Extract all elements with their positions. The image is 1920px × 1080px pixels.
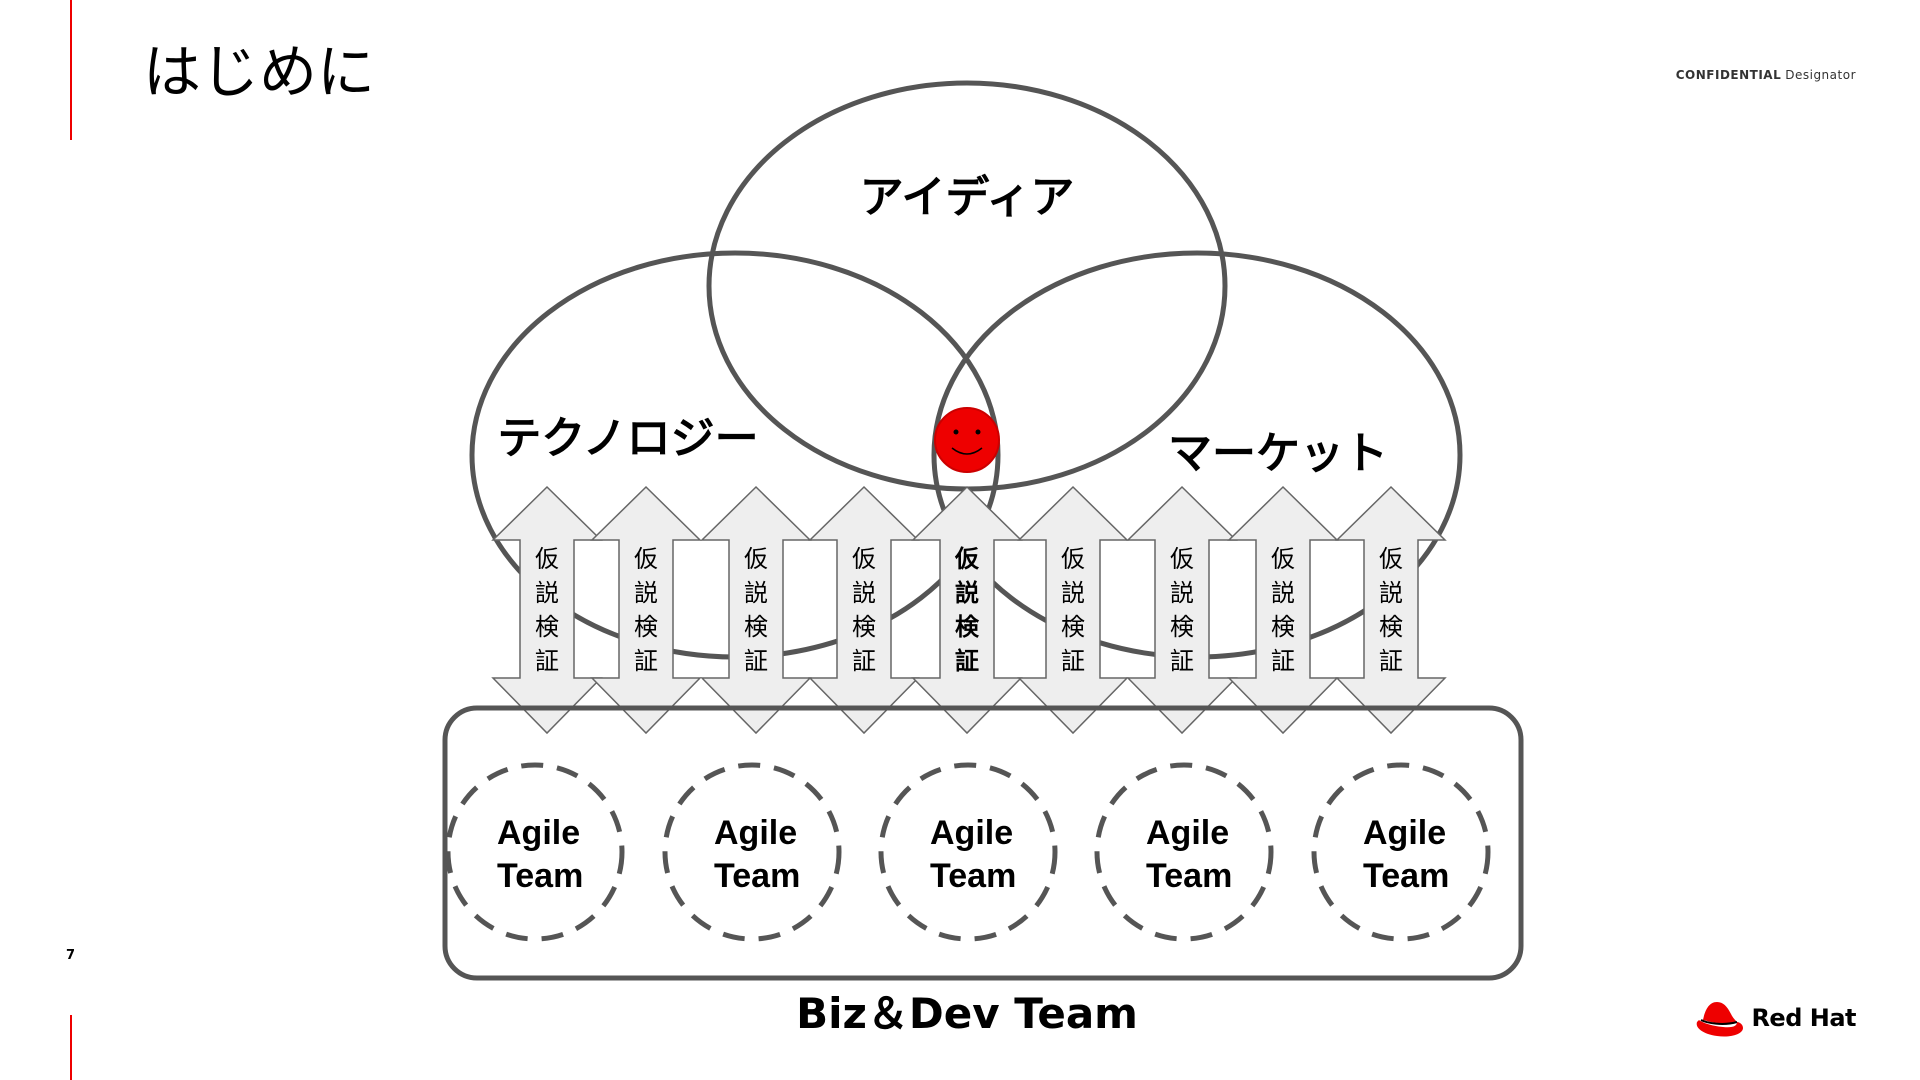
page-number: 7 xyxy=(66,948,76,963)
arrow-label-char: 説 xyxy=(1170,579,1194,607)
agile-team-circle xyxy=(445,762,625,942)
accent-line-top xyxy=(70,0,72,140)
arrow-label-char: 説 xyxy=(1061,579,1085,607)
agile-teams: AgileTeamAgileTeamAgileTeamAgileTeamAgil… xyxy=(445,762,1491,942)
agile-team-label-line2: Team xyxy=(930,857,1016,895)
page-title: はじめに xyxy=(143,38,376,106)
double-arrow-shape xyxy=(1335,485,1447,735)
arrow-label-char: 検 xyxy=(1379,613,1403,641)
double-arrow-shape xyxy=(808,485,920,735)
arrow-label-char: 検 xyxy=(744,613,768,641)
agile-team-circle xyxy=(662,762,842,942)
circle-label-market: マーケット xyxy=(1168,428,1388,479)
arrow-label-char: 説 xyxy=(535,579,559,607)
arrow-label-char: 仮 xyxy=(1170,545,1194,573)
accent-line-bottom xyxy=(70,1015,72,1080)
arrow-label-char: 検 xyxy=(634,613,658,641)
arrow-label-char: 説 xyxy=(1271,579,1295,607)
arrow-label-char: 証 xyxy=(852,647,876,675)
biz-dev-team-box xyxy=(442,705,1524,981)
agile-team-label-line1: Agile xyxy=(497,814,580,852)
arrow-label-char: 検 xyxy=(1271,613,1295,641)
double-arrow-shape xyxy=(1227,485,1339,735)
double-arrow-shape xyxy=(1017,485,1129,735)
double-arrow-shape xyxy=(1126,485,1238,735)
arrow-label-char: 仮 xyxy=(1271,545,1295,573)
arrow-label-char: 検 xyxy=(1170,613,1194,641)
double-arrow-shape xyxy=(700,485,812,735)
biz-dev-team-container xyxy=(442,705,1524,981)
arrow-label-char: 仮 xyxy=(634,545,658,573)
agile-team-circle xyxy=(878,762,1058,942)
brand-name: Red Hat xyxy=(1751,1004,1856,1032)
red-hat-logo: Red Hat xyxy=(1693,998,1856,1038)
arrow-label-char: 証 xyxy=(535,647,559,675)
confidential-label: CONFIDENTIAL xyxy=(1675,68,1782,82)
arrow-label-char: 証 xyxy=(1061,647,1085,675)
arrow-label-char: 説 xyxy=(852,579,876,607)
arrow-label-char: 証 xyxy=(955,647,979,675)
arrow-label-char: 説 xyxy=(1379,579,1403,607)
red-hat-icon xyxy=(1697,1002,1744,1037)
arrow-label-char: 説 xyxy=(955,579,979,607)
arrow-label-char: 検 xyxy=(535,613,559,641)
arrow-label-char: 検 xyxy=(955,613,980,641)
agile-team-label-line2: Team xyxy=(497,857,583,895)
arrow-label-char: 仮 xyxy=(852,545,876,573)
circle-label-idea: アイディア xyxy=(860,172,1075,223)
agile-team-label-line2: Team xyxy=(1146,857,1232,895)
arrow-label-char: 検 xyxy=(852,613,876,641)
arrow-label-char: 仮 xyxy=(1379,545,1403,573)
agile-team-label-line1: Agile xyxy=(930,814,1013,852)
double-arrow-shape xyxy=(491,485,603,735)
arrow-label-char: 仮 xyxy=(744,545,768,573)
circle-label-technology: テクノロジー xyxy=(497,413,758,464)
arrow-label-char: 説 xyxy=(744,579,768,607)
agile-team-label-line1: Agile xyxy=(1363,814,1446,852)
arrow-label-char: 証 xyxy=(1379,647,1403,675)
agile-team-circle xyxy=(1311,762,1491,942)
arrow-label-char: 証 xyxy=(634,647,658,675)
arrow-label-char: 証 xyxy=(744,647,768,675)
smiley-face-icon xyxy=(934,407,1000,473)
agile-team-label-line2: Team xyxy=(1363,857,1449,895)
arrow-label-char: 仮 xyxy=(954,545,980,573)
agile-team-label-line2: Team xyxy=(714,857,800,895)
designator-label: Designator xyxy=(1785,68,1856,82)
arrow-label-char: 仮 xyxy=(535,545,559,573)
agile-team-label-line1: Agile xyxy=(714,814,797,852)
arrow-label-char: 証 xyxy=(1271,647,1295,675)
arrow-label-char: 仮 xyxy=(1061,545,1085,573)
arrow-label-char: 説 xyxy=(634,579,658,607)
arrow-label-char: 検 xyxy=(1061,613,1085,641)
biz-dev-team-label: Biz＆Dev Team xyxy=(796,989,1138,1038)
double-arrow-shape xyxy=(911,485,1023,735)
double-arrow-shape xyxy=(590,485,702,735)
agile-team-circle xyxy=(1094,762,1274,942)
arrow-label-char: 証 xyxy=(1170,647,1194,675)
agile-team-label-line1: Agile xyxy=(1146,814,1229,852)
